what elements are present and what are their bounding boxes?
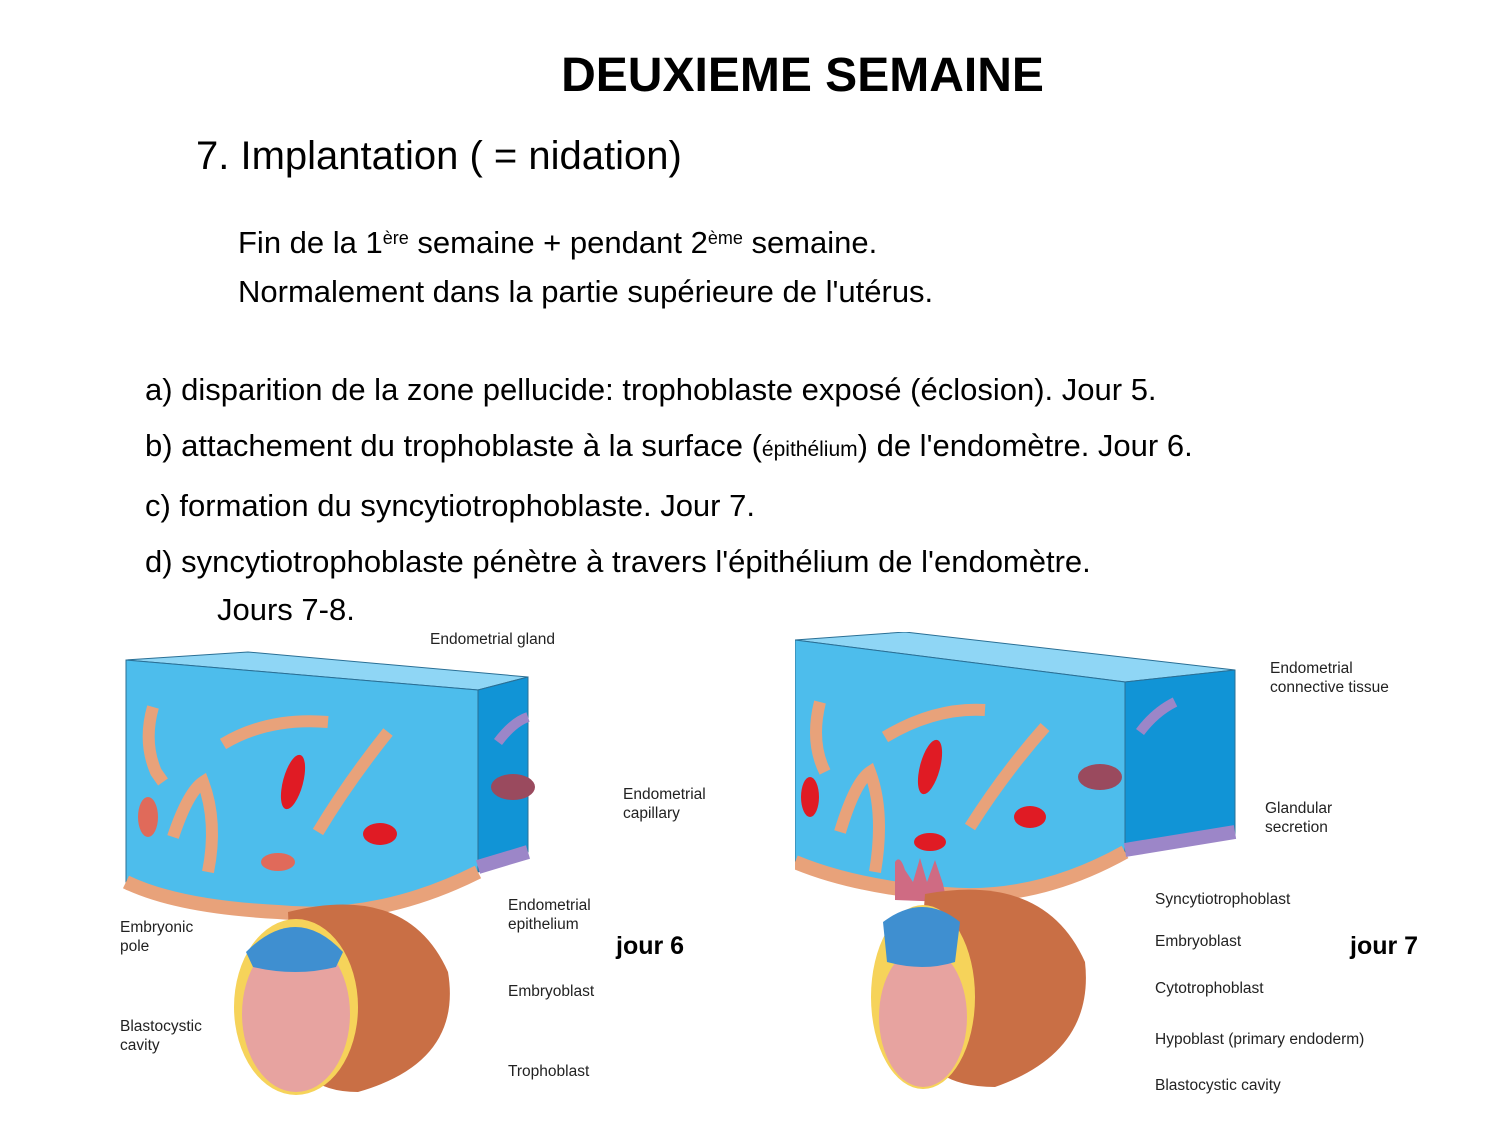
- intro-text-part: Fin de la 1: [238, 225, 383, 260]
- label-embryoblast: Embryoblast: [1155, 933, 1242, 950]
- step-b: b) attachement du trophoblaste à la surf…: [145, 418, 1193, 478]
- label-line: Embryonic: [120, 919, 194, 936]
- steps-list: a) disparition de la zone pellucide: tro…: [145, 362, 1193, 630]
- label-endometrial-capillary: Endometrial capillary: [623, 785, 706, 823]
- label-embryoblast: Embryoblast: [508, 983, 595, 1000]
- label-line: epithelium: [508, 916, 579, 933]
- label-line: pole: [120, 938, 150, 955]
- figure-day-7: Endometrial connective tissue Glandular se…: [795, 632, 1435, 1102]
- figure-day-6: Endometrial gland Endometrial capillary E…: [118, 622, 718, 1102]
- label-line: Blastocystic: [120, 1018, 202, 1035]
- label-endometrial-gland: Endometrial gland: [430, 631, 555, 648]
- superscript: ère: [382, 228, 409, 248]
- step-text: ) de l'endomètre. Jour 6.: [857, 428, 1193, 463]
- slide-title: DEUXIEME SEMAINE: [561, 49, 1044, 102]
- implantation-diagram-day-6: [122, 651, 535, 1095]
- label-hypoblast: Hypoblast (primary endoderm): [1155, 1031, 1365, 1048]
- label-line: cavity: [120, 1037, 160, 1054]
- step-a: a) disparition de la zone pellucide: tro…: [145, 372, 1157, 407]
- day-label: jour 6: [616, 932, 685, 960]
- label-endometrial-connective-tissue: Endometrial connective tissue: [1270, 659, 1389, 697]
- step-text-small: épithélium: [761, 438, 858, 461]
- implantation-diagram-day-7: [795, 632, 1237, 1089]
- step-d-continuation: Jours 7-8.: [217, 592, 355, 627]
- label-line: Glandular: [1265, 800, 1333, 817]
- intro-line-2: Normalement dans la partie supérieure de…: [238, 274, 934, 309]
- label-blastocystic-cavity: Blastocystic cavity: [1155, 1077, 1281, 1094]
- label-cytotrophoblast: Cytotrophoblast: [1155, 980, 1264, 997]
- intro-text-part: semaine.: [742, 225, 878, 260]
- label-line: Endometrial: [508, 897, 591, 914]
- label-trophoblast: Trophoblast: [508, 1063, 590, 1080]
- step-d: d) syncytiotrophoblaste pénètre à traver…: [145, 544, 1091, 579]
- label-glandular-secretion: Glandular secretion: [1265, 799, 1332, 837]
- label-blastocystic-cavity: Blastocystic cavity: [120, 1017, 202, 1055]
- label-line: secretion: [1265, 819, 1328, 836]
- label-syncytiotrophoblast: Syncytiotrophoblast: [1155, 891, 1291, 908]
- label-line: Endometrial: [1270, 660, 1353, 677]
- intro-line-1: Fin de la 1ère semaine + pendant 2ème se…: [238, 218, 933, 267]
- label-line: capillary: [623, 805, 680, 822]
- step-text: b) attachement du trophoblaste à la surf…: [145, 428, 762, 463]
- intro-text-part: semaine + pendant 2: [408, 225, 708, 260]
- label-line: Endometrial: [623, 786, 706, 803]
- label-line: connective tissue: [1270, 679, 1389, 696]
- label-embryonic-pole: Embryonic pole: [120, 918, 193, 956]
- step-c: c) formation du syncytiotrophoblaste. Jo…: [145, 488, 755, 523]
- label-endometrial-epithelium: Endometrial epithelium: [508, 896, 591, 934]
- day-label: jour 7: [1350, 932, 1419, 960]
- superscript: ème: [707, 228, 743, 248]
- intro-text: Fin de la 1ère semaine + pendant 2ème se…: [238, 218, 933, 316]
- section-heading: 7. Implantation ( = nidation): [196, 134, 682, 178]
